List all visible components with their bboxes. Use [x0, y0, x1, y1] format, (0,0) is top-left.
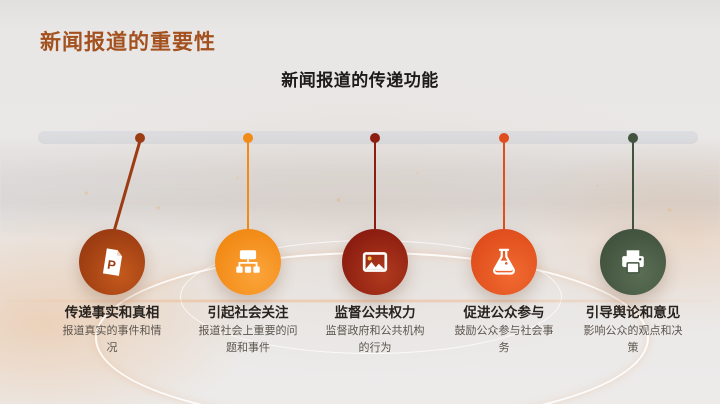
item-title: 引导舆论和意见	[585, 305, 681, 320]
timeline-item: 引导舆论和意见 影响公众的观点和决策	[558, 0, 708, 404]
item-description: 鼓励公众参与社会事务	[454, 325, 554, 354]
pendulum-line	[631, 141, 635, 231]
svg-text:P: P	[106, 258, 116, 273]
item-circle: P	[79, 229, 145, 295]
item-circle	[215, 229, 281, 295]
timeline-dot	[243, 133, 253, 143]
item-circle	[600, 229, 666, 295]
powerpoint-file-icon: P	[102, 248, 123, 276]
timeline-item: 促进公众参与 鼓励公众参与社会事务	[429, 0, 579, 404]
flask-icon	[493, 248, 515, 275]
item-description: 报道社会上重要的问题和事件	[198, 325, 298, 354]
item-title: 促进公众参与	[463, 305, 545, 320]
slide-subtitle: 新闻报道的传递功能	[281, 71, 439, 90]
timeline-item: P 传递事实和真相 报道真实的事件和情况	[37, 0, 187, 404]
timeline-dot	[135, 133, 145, 143]
item-circle	[342, 229, 408, 295]
item-title: 监督公共权力	[334, 305, 416, 320]
pendulum-line	[502, 141, 506, 231]
item-description: 报道真实的事件和情况	[62, 325, 162, 354]
org-chart-icon	[236, 250, 260, 273]
item-description: 监督政府和公共机构的行为	[325, 325, 425, 354]
item-title: 传递事实和真相	[64, 305, 160, 320]
timeline-dot	[499, 133, 509, 143]
item-circle	[471, 229, 537, 295]
pendulum-line	[246, 141, 250, 231]
timeline-dot	[628, 133, 638, 143]
printer-icon	[622, 250, 644, 274]
timeline-dot	[370, 133, 380, 143]
item-title: 引起社会关注	[207, 305, 289, 320]
timeline-item: 监督公共权力 监督政府和公共机构的行为	[300, 0, 450, 404]
timeline-item: 引起社会关注 报道社会上重要的问题和事件	[173, 0, 323, 404]
slide-title: 新闻报道的重要性	[40, 31, 216, 54]
pendulum-line	[373, 141, 377, 231]
item-description: 影响公众的观点和决策	[583, 325, 683, 354]
image-icon	[362, 252, 388, 272]
timeline-bar	[38, 131, 698, 144]
pendulum-line	[112, 138, 142, 231]
